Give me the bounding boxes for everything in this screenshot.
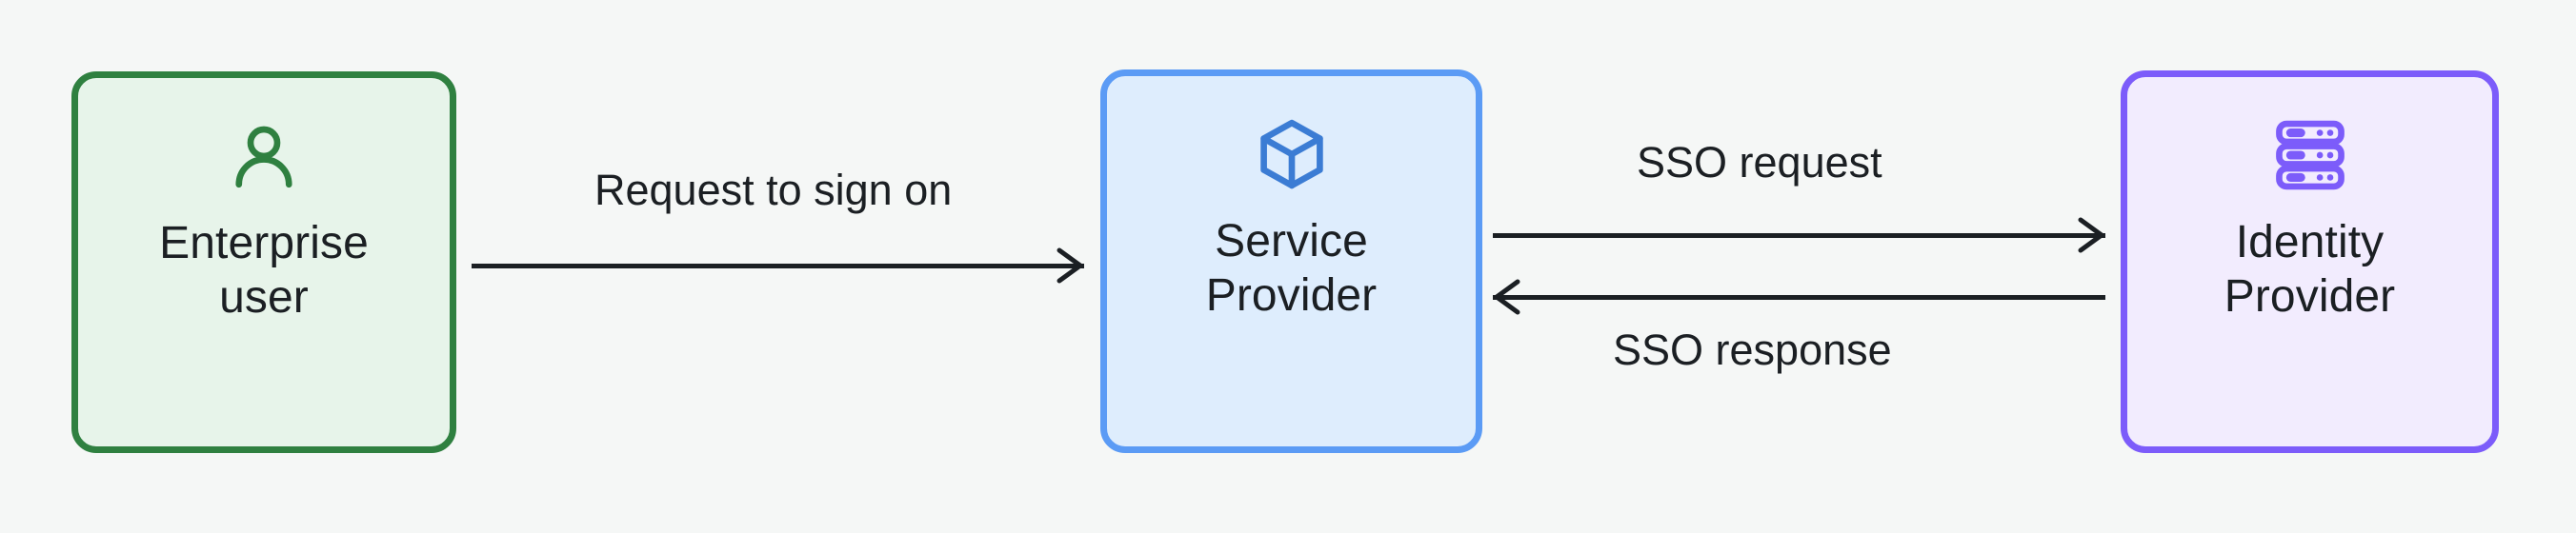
edge-line	[472, 264, 1084, 268]
node-identity-provider[interactable]: Identity Provider	[2121, 70, 2499, 453]
edge-label-sso-response: SSO response	[1613, 326, 1892, 374]
node-label-enterprise-user: Enterprise user	[159, 218, 369, 323]
edge-label-request-to-sign-on: Request to sign on	[594, 166, 953, 214]
node-enterprise-user[interactable]: Enterprise user	[71, 71, 456, 453]
arrowhead-left-icon	[1494, 279, 1520, 315]
edge-label-sso-request: SSO request	[1637, 138, 1882, 187]
node-label-service-provider: Service Provider	[1205, 216, 1378, 321]
node-label-identity-provider: Identity Provider	[2224, 217, 2396, 322]
user-icon	[224, 116, 304, 196]
cube-icon	[1252, 114, 1332, 194]
arrowhead-right-icon	[1057, 247, 1083, 284]
server-stack-icon	[2270, 115, 2350, 195]
edge-line	[1493, 233, 2105, 238]
arrowhead-right-icon	[2078, 217, 2104, 253]
node-service-provider[interactable]: Service Provider	[1100, 69, 1482, 453]
edge-line	[1493, 295, 2105, 300]
